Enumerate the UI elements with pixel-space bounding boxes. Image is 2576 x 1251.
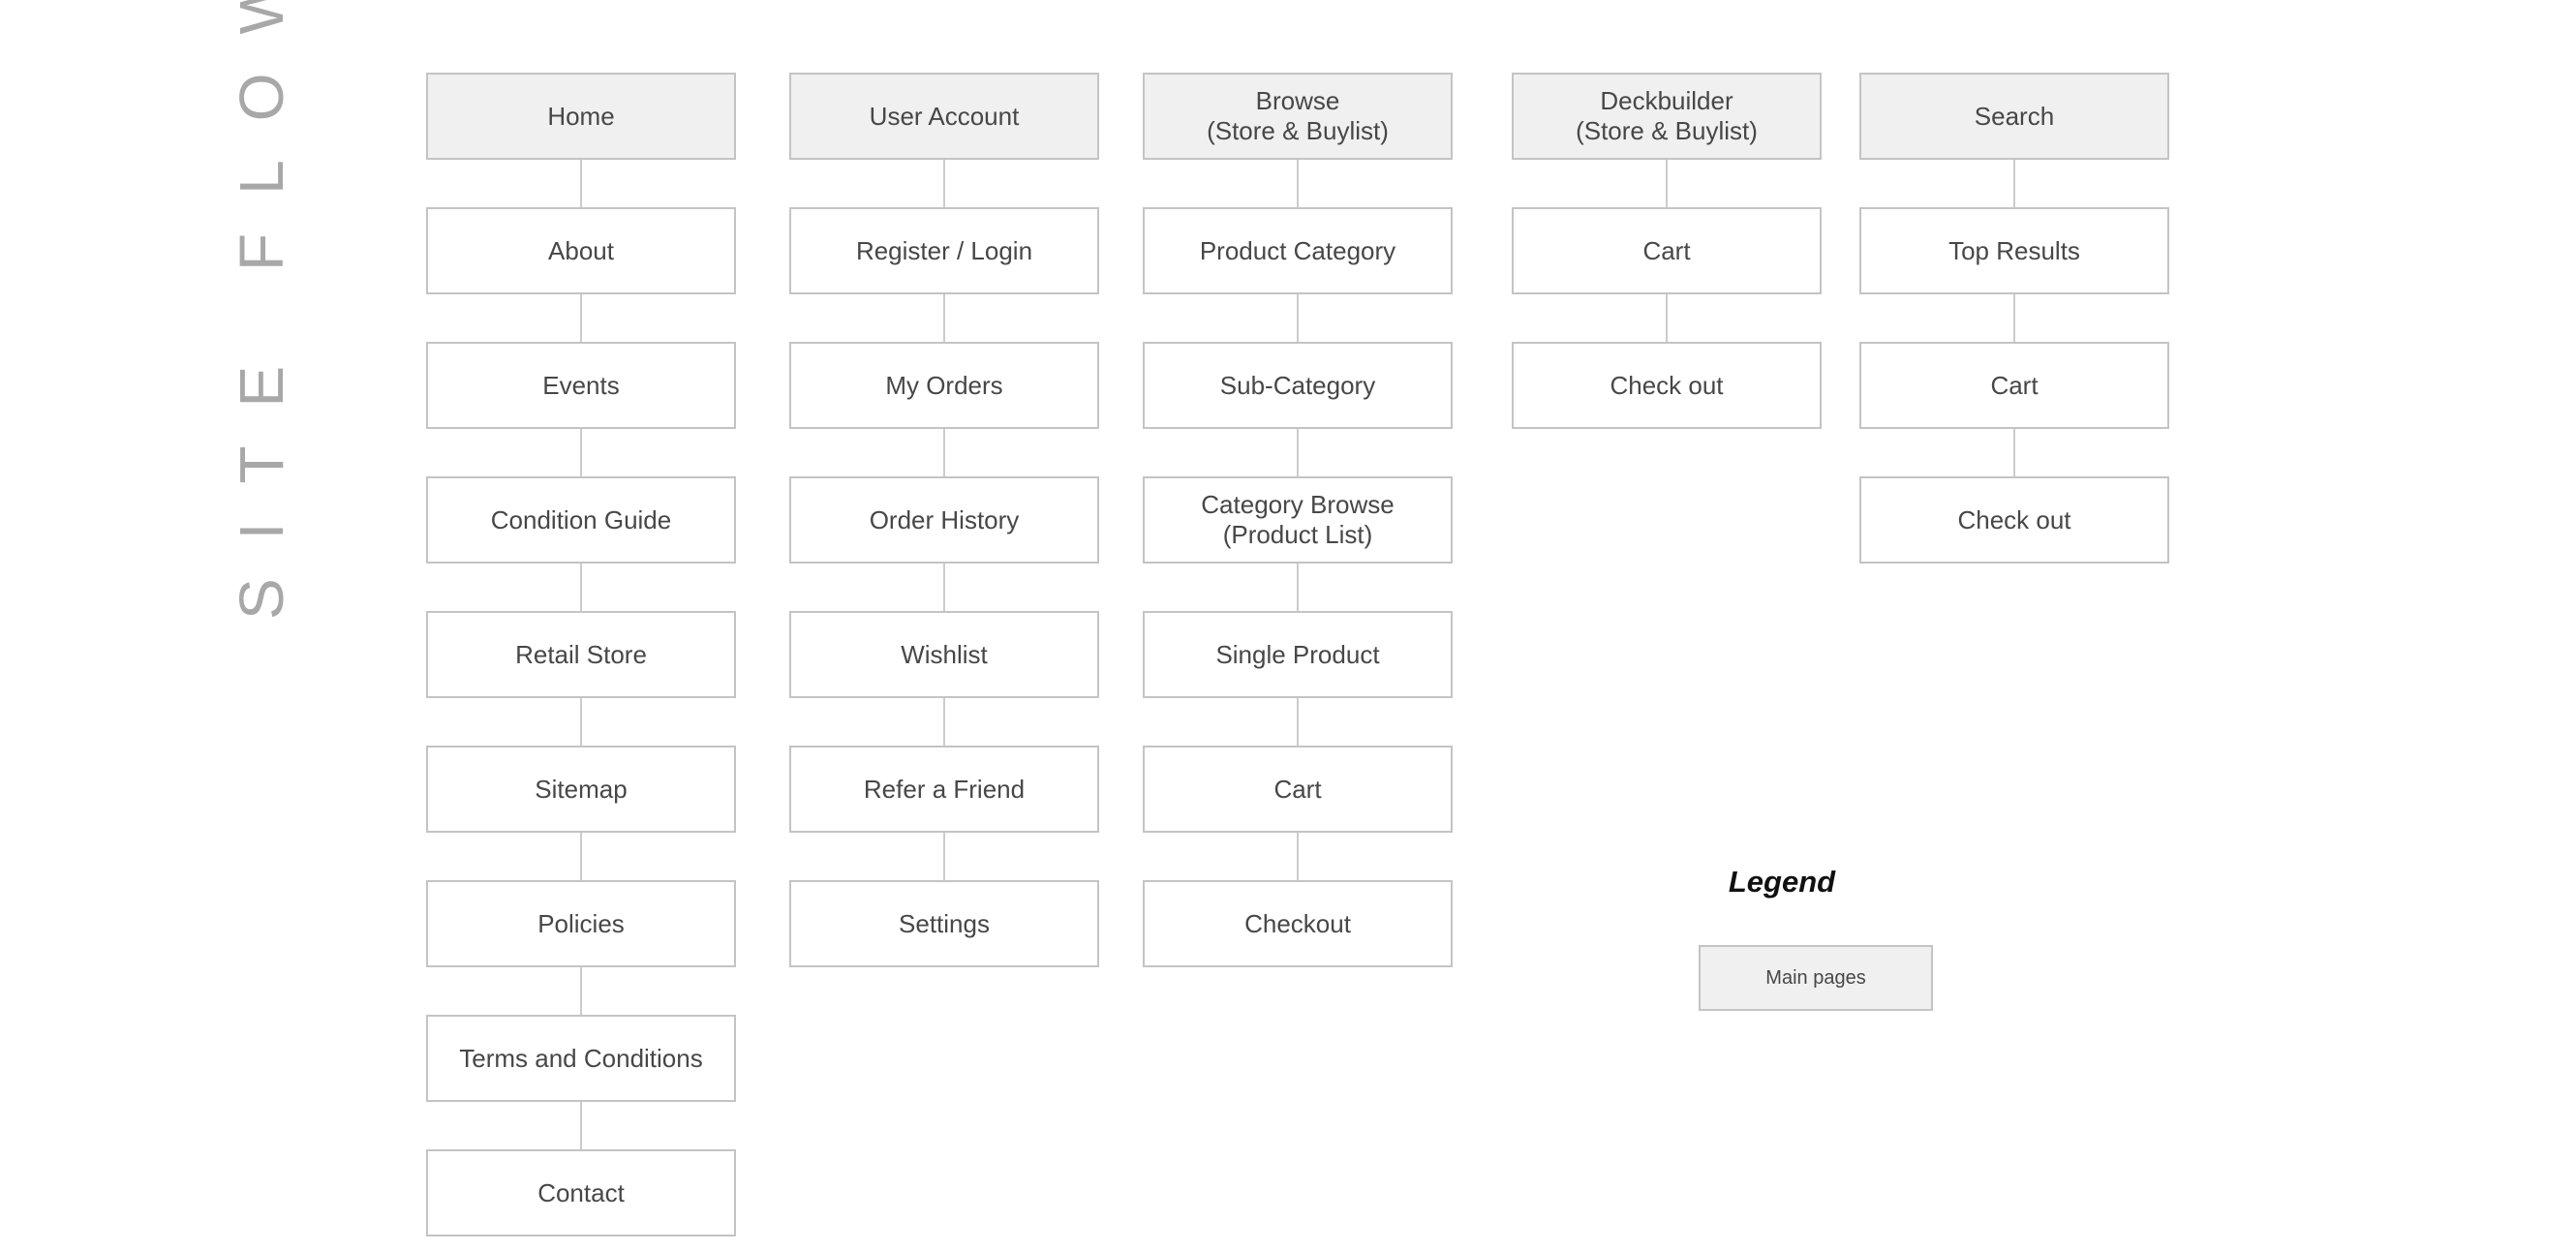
connector-line <box>943 564 945 611</box>
page-node: Category Browse (Product List) <box>1143 476 1453 564</box>
connector-line <box>1297 833 1299 880</box>
page-node: Order History <box>789 476 1099 564</box>
page-node: Sub-Category <box>1143 342 1453 429</box>
page-node: Check out <box>1512 342 1822 429</box>
connector-line <box>1666 160 1668 207</box>
connector-line <box>1297 698 1299 746</box>
main-page-node: User Account <box>789 73 1099 160</box>
page-node: Wishlist <box>789 611 1099 698</box>
connector-line <box>580 160 582 207</box>
connector-line <box>580 698 582 746</box>
connector-line <box>1666 294 1668 342</box>
connector-line <box>943 833 945 880</box>
connector-line <box>580 967 582 1015</box>
connector-line <box>580 1102 582 1149</box>
connector-line <box>1297 564 1299 611</box>
page-node: Cart <box>1143 746 1453 833</box>
page-node: Product Category <box>1143 207 1453 294</box>
connector-line <box>2013 294 2015 342</box>
page-node: Events <box>426 342 736 429</box>
legend-main-pages-swatch: Main pages <box>1699 945 1933 1011</box>
main-page-node: Browse (Store & Buylist) <box>1143 73 1453 160</box>
connector-line <box>943 160 945 207</box>
page-node: Cart <box>1512 207 1822 294</box>
connector-line <box>943 429 945 476</box>
connector-line <box>580 429 582 476</box>
page-node: Single Product <box>1143 611 1453 698</box>
page-node: Retail Store <box>426 611 736 698</box>
page-node: My Orders <box>789 342 1099 429</box>
page-node: Settings <box>789 880 1099 967</box>
connector-line <box>2013 429 2015 476</box>
legend-title: Legend <box>1728 865 1836 899</box>
main-page-node: Search <box>1859 73 2169 160</box>
page-node: Register / Login <box>789 207 1099 294</box>
connector-line <box>943 294 945 342</box>
connector-line <box>1297 429 1299 476</box>
page-node: Check out <box>1859 476 2169 564</box>
page-node: Policies <box>426 880 736 967</box>
connector-line <box>943 698 945 746</box>
connector-line <box>1297 160 1299 207</box>
connector-line <box>580 564 582 611</box>
connector-line <box>1297 294 1299 342</box>
connector-line <box>2013 160 2015 207</box>
main-page-node: Home <box>426 73 736 160</box>
page-title: SITE FLOW <box>227 0 296 620</box>
page-node: Condition Guide <box>426 476 736 564</box>
page-node: Top Results <box>1859 207 2169 294</box>
connector-line <box>580 294 582 342</box>
page-node: Contact <box>426 1149 736 1236</box>
page-node: Checkout <box>1143 880 1453 967</box>
page-node: Refer a Friend <box>789 746 1099 833</box>
main-page-node: Deckbuilder (Store & Buylist) <box>1512 73 1822 160</box>
page-node: Sitemap <box>426 746 736 833</box>
connector-line <box>580 833 582 880</box>
page-node: About <box>426 207 736 294</box>
page-node: Cart <box>1859 342 2169 429</box>
page-node: Terms and Conditions <box>426 1015 736 1102</box>
